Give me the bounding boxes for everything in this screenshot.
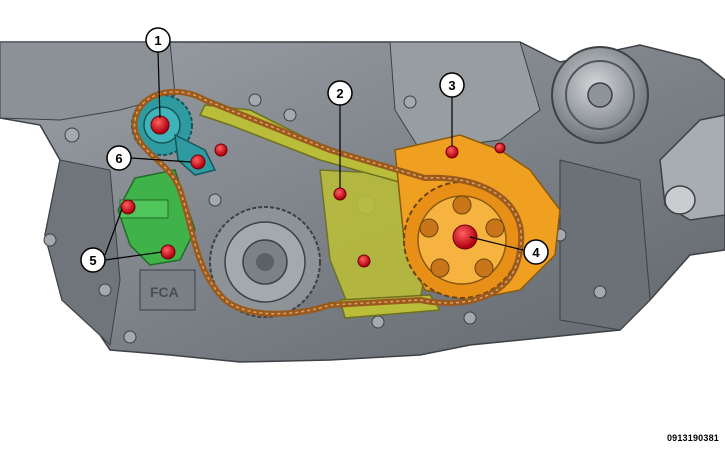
bolt-2: [333, 187, 347, 201]
callout-label: 5: [89, 253, 96, 268]
bolt-5-upper: [120, 199, 136, 215]
callout-leaders: [104, 51, 524, 261]
fca-engraving: FCA: [150, 284, 179, 300]
crankshaft-sprocket: [209, 206, 321, 318]
bolt-5-lower: [160, 244, 176, 260]
bolt-6: [190, 154, 206, 170]
callout-1: 1: [145, 27, 171, 53]
callout-label: 4: [532, 245, 540, 260]
bolt-guide-lower: [357, 254, 371, 268]
bolt-guide-upper: [214, 143, 228, 157]
bolt-3: [445, 145, 459, 159]
coolant-pipe: [659, 114, 725, 221]
callout-3: 3: [439, 72, 465, 98]
accessory-pulley: [551, 46, 649, 144]
timing-chain-links: [133, 91, 523, 315]
callout-label: 2: [336, 86, 343, 101]
block-bolts: [43, 93, 607, 344]
callout-5: 5: [80, 247, 106, 273]
callout-label: 3: [448, 78, 455, 93]
bolt-4: [452, 224, 478, 250]
callout-label: 1: [154, 33, 161, 48]
bolt-pump-upper: [494, 142, 506, 154]
bolt-1: [150, 115, 170, 135]
figure-id: 0913190381: [666, 433, 719, 443]
callout-4: 4: [523, 239, 549, 265]
highlighted-bolts: [120, 115, 506, 268]
callout-label: 6: [115, 151, 122, 166]
callout-2: 2: [327, 80, 353, 106]
callout-6: 6: [106, 145, 132, 171]
